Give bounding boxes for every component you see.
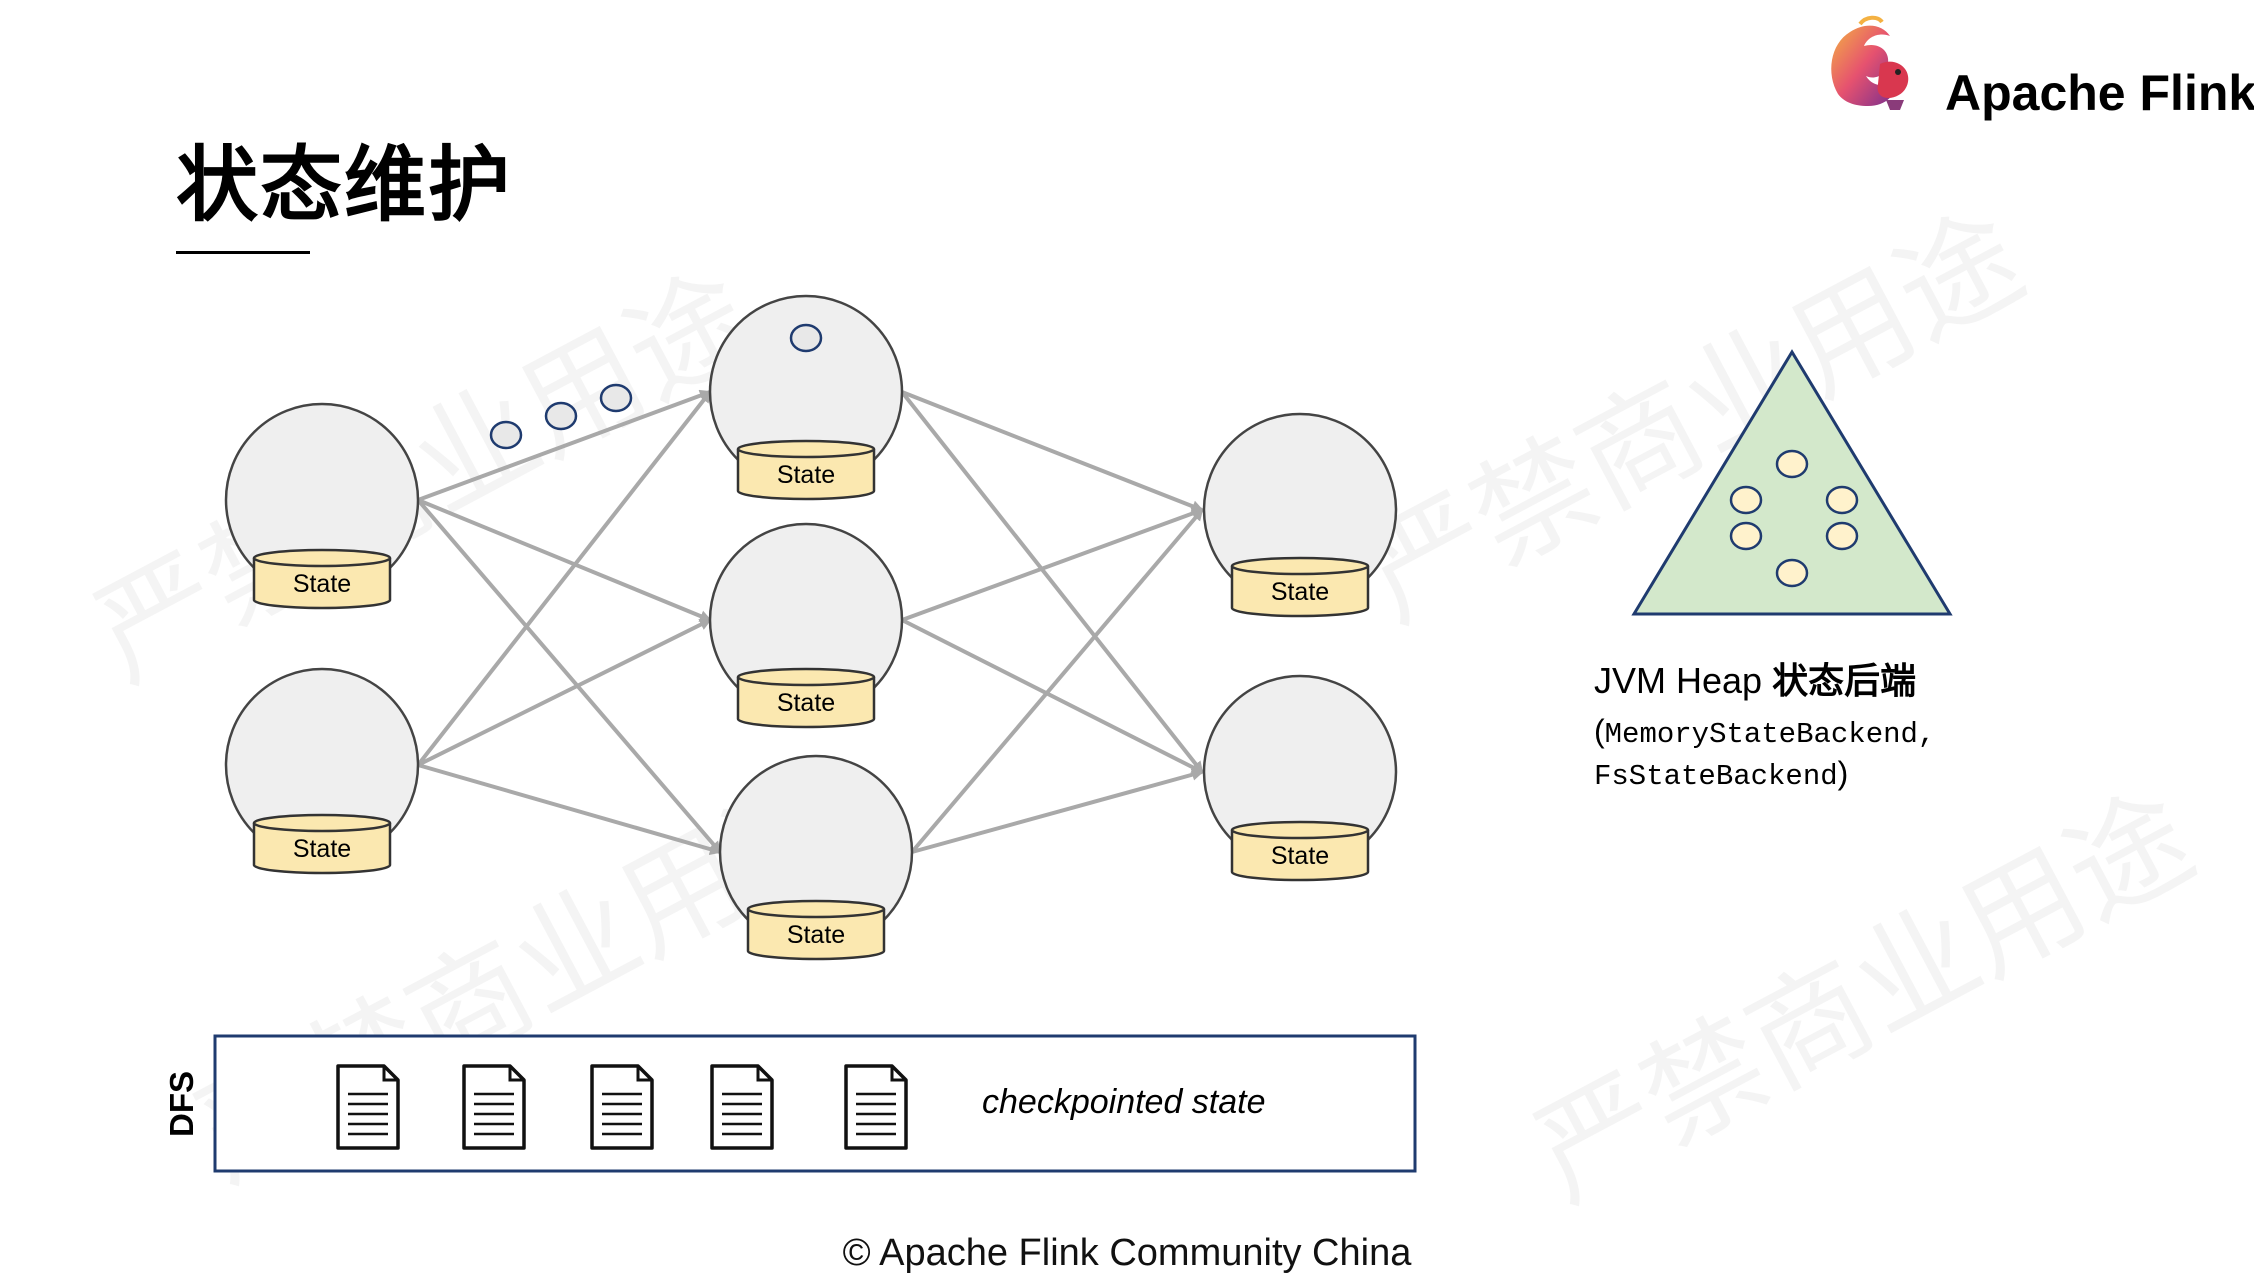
state-store: State — [736, 439, 876, 501]
operator-node-c1: State — [1202, 412, 1398, 618]
open-paren: ( — [1594, 713, 1605, 749]
backend-title-prefix: JVM Heap — [1594, 660, 1763, 701]
state-label: State — [1271, 578, 1329, 606]
record-token — [599, 383, 633, 413]
state-label: State — [1271, 842, 1329, 870]
edges-stage2 — [900, 390, 1204, 854]
state-label: State — [293, 835, 351, 863]
brand-name: Apache Flink — [1945, 65, 2254, 121]
state-store: State — [252, 813, 392, 875]
document-icon — [710, 1064, 774, 1150]
flink-squirrel-icon — [1831, 15, 1909, 110]
state-store: State — [736, 667, 876, 729]
edge-b2-c2 — [901, 618, 1204, 774]
brand: Apache Flink — [1820, 14, 2254, 121]
state-store: State — [746, 899, 886, 961]
footer-copyright: © Apache Flink Community China — [842, 1232, 1412, 1274]
state-label: State — [777, 689, 835, 717]
record-token — [544, 401, 578, 431]
edge-a1-b2 — [417, 498, 712, 622]
document-icon — [462, 1064, 526, 1150]
record-token — [489, 420, 523, 450]
state-token — [1775, 558, 1809, 588]
edge-a1-b1 — [417, 389, 712, 502]
edge-b3-c1 — [910, 508, 1204, 854]
edge-a2-b3 — [417, 763, 722, 855]
operator-node-b2: State — [708, 522, 904, 729]
state-token — [1729, 485, 1763, 515]
edge-a2-b1 — [416, 390, 712, 767]
jvm-heap-triangle — [1631, 349, 1953, 616]
checkpoint-caption: checkpointed state — [982, 1083, 1266, 1121]
dfs-storage: DFS checkpointed state — [163, 1034, 1417, 1173]
edge-b1-c1 — [901, 390, 1204, 512]
edge-b3-c2 — [911, 768, 1204, 854]
dfs-label: DFS — [163, 1071, 200, 1137]
state-token — [1775, 449, 1809, 479]
state-token — [1729, 521, 1763, 551]
fs-backend-class: FsStateBackend — [1594, 760, 1838, 793]
in-flight-records — [489, 383, 633, 450]
edge-b1-c2 — [900, 390, 1204, 774]
document-icon — [590, 1064, 654, 1150]
close-paren: ) — [1837, 755, 1849, 791]
checkpoint-files — [336, 1064, 908, 1150]
state-label: State — [787, 921, 845, 949]
state-store: State — [252, 548, 392, 610]
document-icon — [336, 1064, 400, 1150]
state-store: State — [1230, 820, 1370, 882]
document-icon — [844, 1064, 908, 1150]
state-token — [1825, 485, 1859, 515]
page-title: 状态维护 — [176, 138, 513, 233]
backend-title: JVM Heap 状态后端 — [1594, 652, 2094, 704]
state-label: State — [293, 570, 351, 598]
edge-a2-b2 — [417, 618, 712, 767]
state-store: State — [1230, 556, 1370, 618]
state-token — [1825, 521, 1859, 551]
operator-node-c2: State — [1202, 674, 1398, 882]
edge-b2-c1 — [901, 507, 1204, 622]
edge-a1-b3 — [416, 498, 722, 854]
operator-node-a1: State — [224, 402, 420, 610]
backend-description: JVM Heap 状态后端 (MemoryStateBackend, FsSta… — [1594, 652, 2094, 796]
operator-node-a2: State — [224, 667, 420, 875]
operator-node-b1: State — [708, 294, 904, 501]
backend-classes: (MemoryStateBackend, FsStateBackend) — [1594, 712, 2094, 796]
backend-title-suffix: 状态后端 — [1772, 661, 1917, 702]
memory-backend-class: MemoryStateBackend, — [1604, 718, 1936, 751]
edges-stage1 — [416, 389, 722, 855]
title-underline — [176, 251, 310, 254]
record-token — [789, 323, 823, 353]
operator-node-b3: State — [718, 754, 914, 961]
state-label: State — [777, 461, 835, 489]
